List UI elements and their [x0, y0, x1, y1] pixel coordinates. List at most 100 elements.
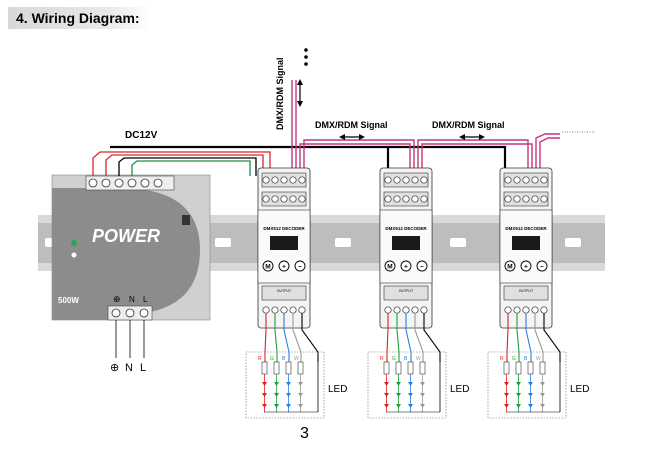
terminal-screw	[393, 306, 401, 314]
led-diode-icon	[528, 382, 533, 386]
power-led-icon	[71, 240, 77, 246]
horizontal-arrow-icon-2	[459, 134, 485, 140]
led-diode-icon	[384, 382, 389, 386]
led-diode-icon	[384, 393, 389, 397]
decoder-button-label: M	[265, 264, 270, 271]
led-label: LED	[450, 384, 469, 395]
terminal-screw	[262, 195, 270, 203]
output-wire	[414, 313, 424, 362]
dmx-horizontal-label-1: DMX/RDM Signal	[315, 120, 388, 130]
decoder-display	[392, 236, 420, 250]
led-diode-icon	[540, 404, 545, 408]
output-wire	[283, 313, 290, 362]
led-diode-icon	[408, 382, 413, 386]
terminal-screw	[262, 306, 270, 314]
terminal-screw	[513, 195, 521, 203]
decoder-button-label: +	[282, 264, 286, 271]
led-diode-icon	[286, 393, 291, 397]
terminal-screw	[271, 306, 279, 314]
decoder-button-1	[384, 260, 396, 272]
decoder-button-label: M	[507, 264, 512, 271]
output-wire	[264, 313, 267, 362]
page-number: 3	[300, 425, 309, 442]
terminal-screw	[513, 306, 521, 314]
adjust-switch	[182, 215, 190, 225]
terminal-screw	[531, 306, 539, 314]
terminal-screw	[384, 176, 392, 184]
terminal-screw	[280, 195, 288, 203]
terminal-screw	[289, 176, 297, 184]
terminal-screw	[420, 306, 428, 314]
led-diode-icon	[504, 404, 509, 408]
terminal-screw	[513, 176, 521, 184]
terminal-screw	[384, 306, 392, 314]
led-channel-label: G	[392, 356, 396, 362]
led-label: LED	[570, 384, 589, 395]
signal-dots-icon	[304, 48, 308, 66]
dmx-horizontal-label-2: DMX/RDM Signal	[432, 120, 505, 130]
led-resistor	[539, 361, 546, 375]
decoder-button-label: +	[404, 264, 408, 271]
led-diode-icon	[540, 393, 545, 397]
decoder-title: DMX512 DECODER	[385, 226, 427, 231]
decoder-output-terminal	[503, 285, 549, 301]
terminal-screw	[280, 306, 288, 314]
section-number: 4.	[16, 10, 28, 26]
led-diode-icon	[528, 393, 533, 397]
decoder-output-terminal	[383, 285, 429, 301]
terminal-screw	[420, 195, 428, 203]
led-diode-icon	[420, 382, 425, 386]
led-diode-icon	[408, 404, 413, 408]
led-diode-icon	[504, 393, 509, 397]
led-channel-label: W	[416, 356, 421, 362]
dc12v-label: DC12V	[125, 130, 158, 141]
led-diode-icon	[262, 393, 267, 397]
section-heading: 4. Wiring Diagram:	[8, 7, 150, 29]
output-wire	[423, 313, 441, 362]
terminal-screw	[402, 306, 410, 314]
led-diode-icon	[540, 382, 545, 386]
led-diode-icon	[396, 404, 401, 408]
output-wire	[534, 313, 544, 362]
led-diode-icon	[528, 404, 533, 408]
led-diode-icon	[420, 393, 425, 397]
terminal-screw	[289, 195, 297, 203]
mains-l-label: L	[140, 362, 146, 374]
output-wire	[292, 313, 302, 362]
led-channel-label: G	[512, 356, 516, 362]
led-channel-label: B	[282, 356, 286, 362]
led-diode-icon	[516, 393, 521, 397]
decoder-button-2	[520, 260, 532, 272]
led-channel-label: R	[500, 356, 504, 362]
decoder-title: DMX512 DECODER	[263, 226, 305, 231]
led-diode-icon	[516, 382, 521, 386]
terminal-screw	[289, 306, 297, 314]
decoder-button-label: −	[298, 264, 302, 271]
terminal-screw	[522, 195, 530, 203]
terminal-screw	[504, 195, 512, 203]
decoder-button-label: M	[387, 264, 392, 271]
input-ground-label: ⊕	[113, 294, 121, 304]
led-block	[367, 351, 447, 419]
output-wire	[301, 313, 319, 362]
output-wire	[543, 313, 561, 362]
decoder-button-3	[536, 260, 548, 272]
input-n-label: N	[129, 295, 135, 304]
power-brand-label: POWER	[92, 226, 160, 246]
decoder-group: DMX512 DECODER M + − OUTPUT R G B W LED DMX512 DEC…	[245, 167, 589, 419]
terminal-screw	[504, 306, 512, 314]
led-block	[245, 351, 325, 419]
led-resistor	[273, 361, 280, 375]
led-diode-icon	[298, 393, 303, 397]
led-label: LED	[328, 384, 347, 395]
decoder-button-1	[262, 260, 274, 272]
led-diode-icon	[298, 404, 303, 408]
terminal-screw	[402, 195, 410, 203]
terminal-screw	[420, 176, 428, 184]
decoder-output-label: OUTPUT	[519, 289, 534, 293]
led-resistor	[285, 361, 292, 375]
led-channel-label: R	[258, 356, 262, 362]
